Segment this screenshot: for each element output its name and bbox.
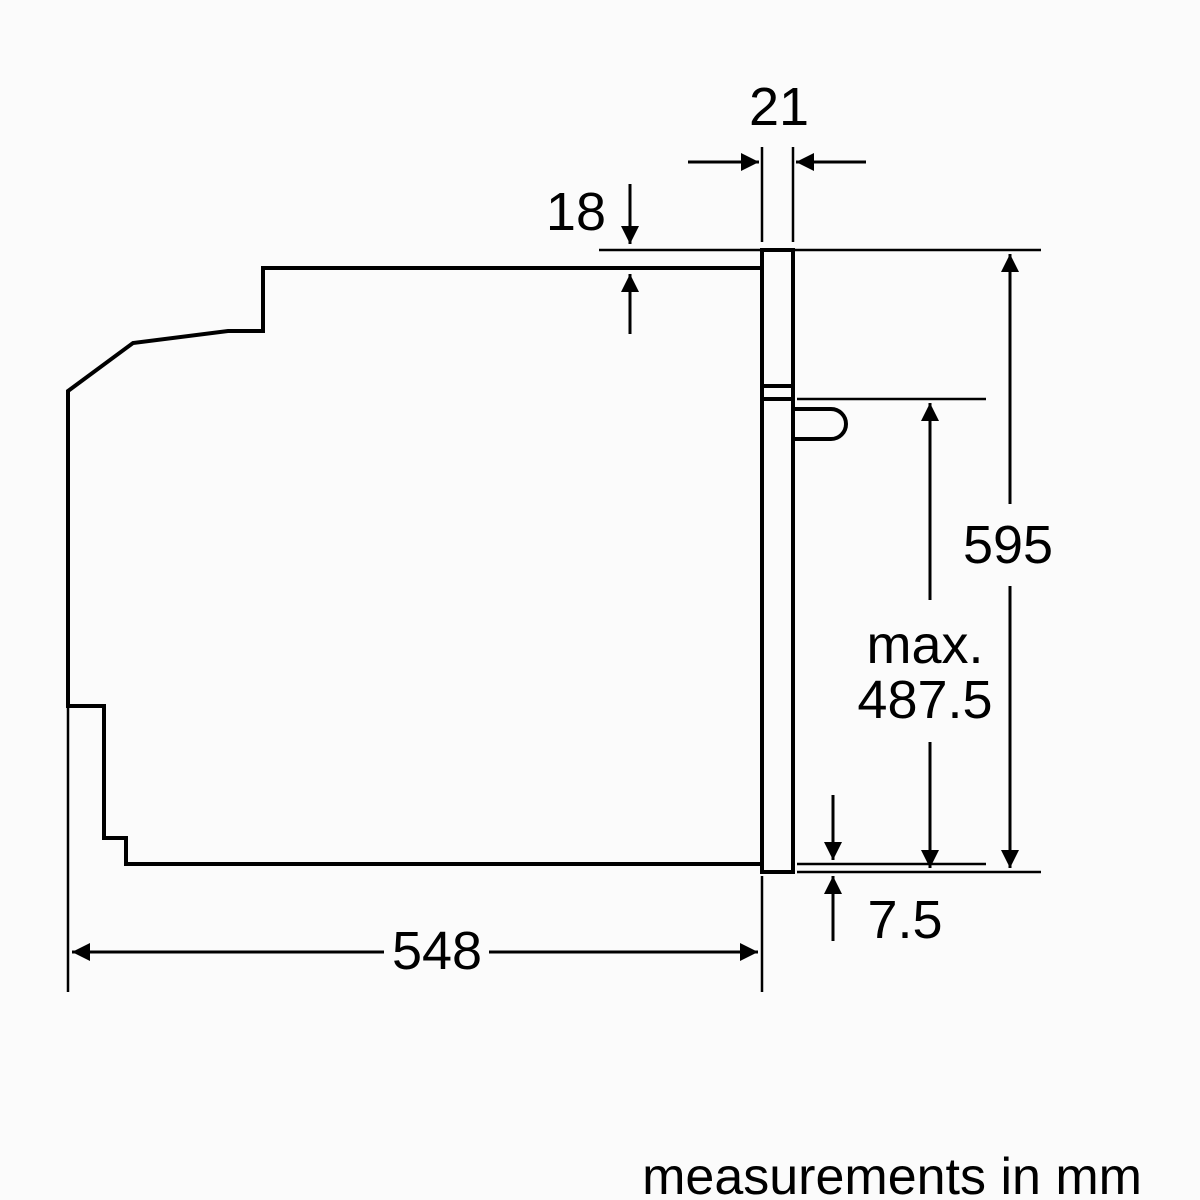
dimension-label-max-prefix: max. (866, 615, 983, 675)
dimension-max-487-5: max. 487.5 (857, 403, 993, 868)
dimension-label-595: 595 (963, 515, 1053, 575)
oven-body-outline (66, 266, 764, 866)
extension-lines (66, 147, 1041, 992)
dimension-label-21: 21 (749, 77, 809, 137)
dimension-label-548: 548 (392, 921, 482, 981)
footer-note: measurements in mm (642, 1148, 1142, 1200)
dimension-label-7-5: 7.5 (867, 890, 942, 950)
dimension-595: 595 (963, 254, 1053, 868)
dimension-18: 18 (546, 182, 639, 334)
front-panel (760, 248, 795, 874)
dimension-label-18: 18 (546, 182, 606, 242)
oven-side-profile (66, 248, 848, 874)
door-handle (793, 407, 848, 441)
dimension-7-5: 7.5 (824, 795, 943, 950)
dimension-548: 548 (72, 921, 758, 981)
dimension-label-max-value: 487.5 (857, 670, 992, 730)
dimension-21: 21 (688, 77, 866, 171)
